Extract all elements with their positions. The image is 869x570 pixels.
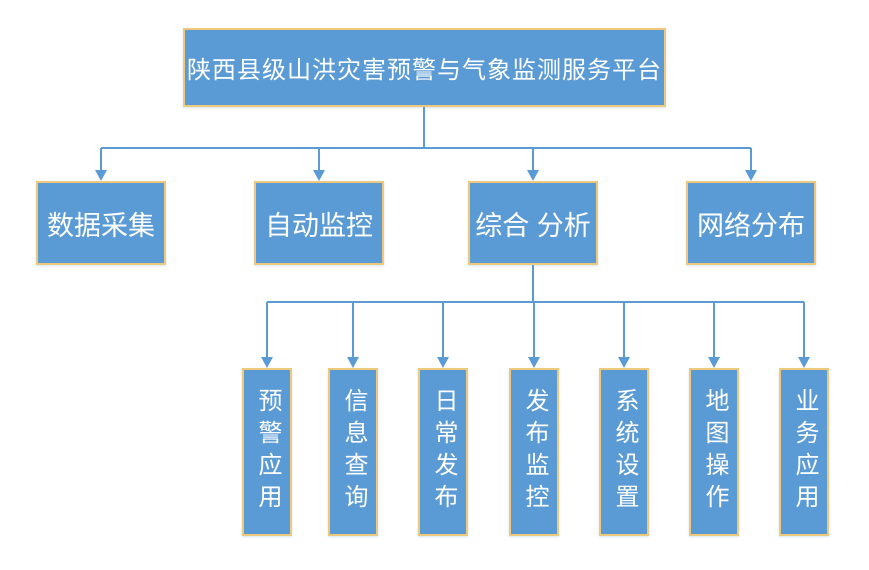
arrow-icon-auto-monitoring <box>313 170 325 181</box>
node-network-distribution-label: 网络分布 <box>697 210 805 241</box>
node-root-platform-label: 陕西县级山洪灾害预警与气象监测服务平台 <box>187 57 662 84</box>
node-map-operations: 地图操作 <box>689 368 739 536</box>
arrow-icon-warning-application <box>261 357 273 368</box>
node-business-application: 业务应用 <box>779 368 829 536</box>
node-comprehensive-analysis: 综合 分析 <box>468 181 598 265</box>
node-daily-release: 日常发布 <box>418 368 468 536</box>
node-data-collection: 数据采集 <box>36 181 166 265</box>
node-auto-monitoring-label: 自动监控 <box>265 210 373 241</box>
node-release-monitoring: 发布监控 <box>509 368 559 536</box>
node-comprehensive-analysis-label: 综合 分析 <box>475 210 591 241</box>
arrow-icon-release-monitoring <box>528 357 540 368</box>
arrow-icon-system-settings <box>618 357 630 368</box>
node-auto-monitoring: 自动监控 <box>254 181 384 265</box>
arrow-icon-map-operations <box>708 357 720 368</box>
node-daily-release-label: 日常发布 <box>430 388 457 516</box>
node-root-platform: 陕西县级山洪灾害预警与气象监测服务平台 <box>183 28 666 107</box>
node-warning-application: 预警应用 <box>242 368 292 536</box>
arrow-icon-comprehensive-analysis <box>527 170 539 181</box>
arrow-icon-network-distribution <box>745 170 757 181</box>
node-warning-application-label: 预警应用 <box>254 388 281 516</box>
node-map-operations-label: 地图操作 <box>701 388 728 516</box>
node-system-settings: 系统设置 <box>599 368 649 536</box>
node-info-query: 信息查询 <box>328 368 378 536</box>
node-release-monitoring-label: 发布监控 <box>521 388 548 516</box>
arrow-icon-info-query <box>347 357 359 368</box>
node-network-distribution: 网络分布 <box>686 181 816 265</box>
node-info-query-label: 信息查询 <box>340 388 367 516</box>
arrow-icon-data-collection <box>95 170 107 181</box>
arrow-icon-business-application <box>798 357 810 368</box>
node-system-settings-label: 系统设置 <box>611 388 638 516</box>
node-data-collection-label: 数据采集 <box>47 210 155 241</box>
arrow-icon-daily-release <box>437 357 449 368</box>
node-business-application-label: 业务应用 <box>791 388 818 516</box>
